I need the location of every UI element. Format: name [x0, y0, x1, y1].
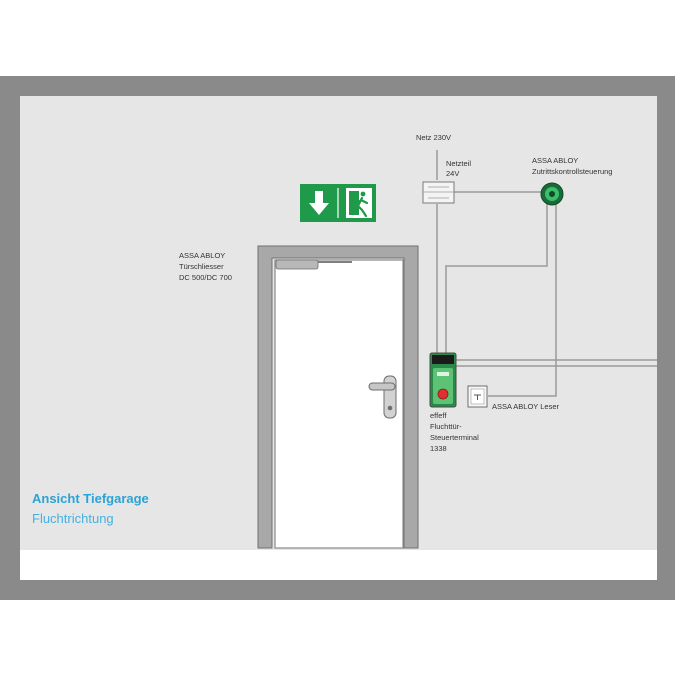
access-controller-icon	[540, 182, 564, 206]
label-terminal-1: effeff	[430, 411, 447, 420]
door-frame	[257, 245, 419, 549]
label-netz: Netz 230V	[416, 133, 451, 142]
label-terminal-4: 1338	[430, 444, 447, 453]
label-netzteil-1: Netzteil	[446, 159, 471, 168]
label-controller-1: ASSA ABLOY	[532, 156, 578, 165]
label-netzteil-2: 24V	[446, 169, 459, 178]
escape-door-terminal-icon	[429, 352, 457, 408]
caption-subtitle: Fluchtrichtung	[32, 511, 114, 526]
door	[257, 245, 419, 549]
caption-title: Ansicht Tiefgarage	[32, 491, 149, 506]
label-terminal-3: Steuerterminal	[430, 433, 479, 442]
wiring	[436, 150, 657, 397]
wire-controller-reader	[488, 204, 557, 397]
door-handle-icon	[368, 375, 397, 419]
door-closer-icon	[275, 259, 352, 270]
card-reader-icon	[467, 385, 488, 408]
label-reader: ASSA ABLOY Leser	[492, 402, 559, 411]
emergency-exit-sign-icon	[300, 184, 376, 222]
label-closer-3: DC 500/DC 700	[179, 273, 232, 282]
label-closer-2: Türschliesser	[179, 262, 224, 271]
floor	[20, 550, 657, 580]
wire-controller-terminal	[445, 204, 548, 353]
power-supply-icon	[422, 181, 455, 204]
label-controller-2: Zutrittskontrollsteuerung	[532, 167, 612, 176]
label-terminal-2: Fluchttür-	[430, 422, 462, 431]
door-leaf	[274, 259, 404, 549]
label-closer-1: ASSA ABLOY	[179, 251, 225, 260]
